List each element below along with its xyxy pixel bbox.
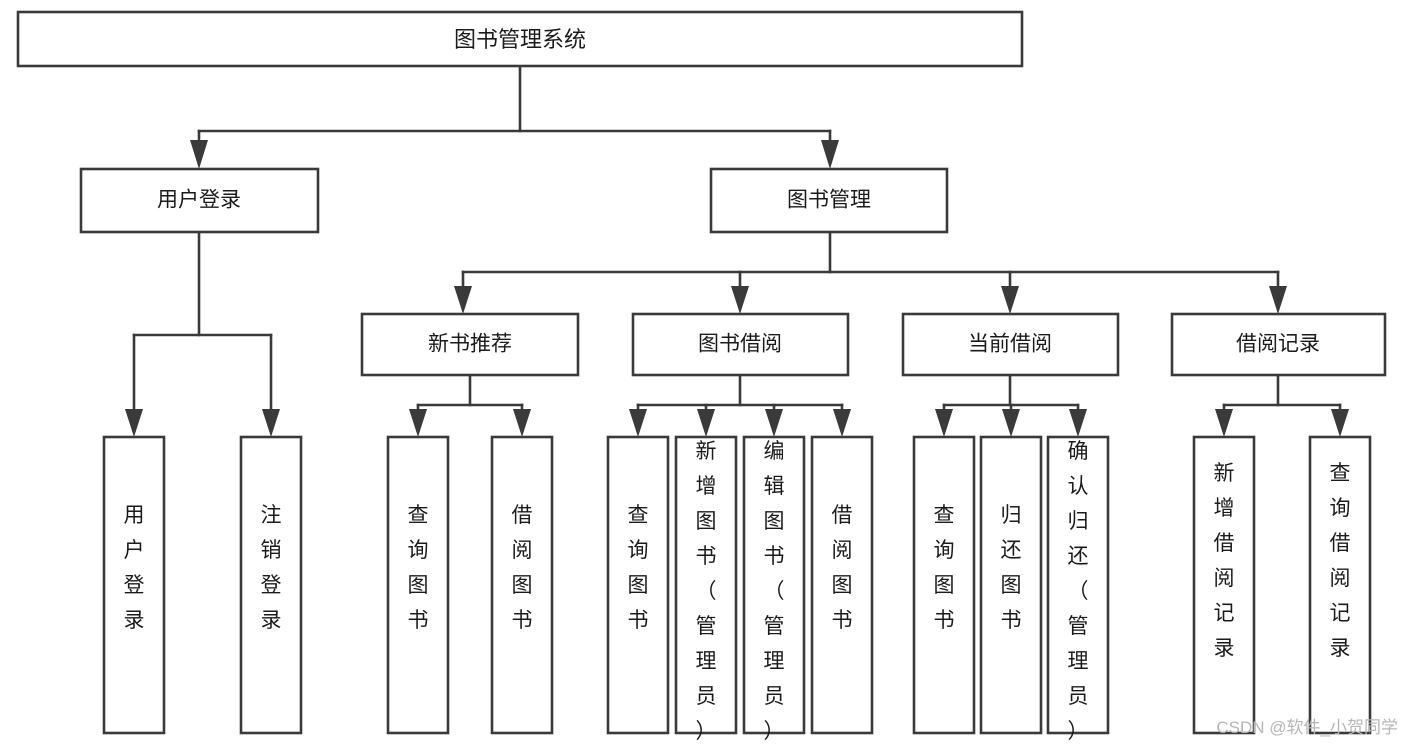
arrow-leaf-borrow-book-2 <box>833 409 851 437</box>
node-leaf-user-login-box[interactable] <box>102 435 166 735</box>
node-leaf-confirm-return-label: 确认归还（管理员） <box>1068 440 1089 743</box>
node-leaf-return-book[interactable]: 归还图书 <box>979 435 1043 735</box>
node-borrow-record-box[interactable] <box>1170 312 1387 377</box>
node-leaf-borrow-book-1[interactable]: 借阅图书 <box>490 435 554 735</box>
node-root[interactable]: 图书管理系统 <box>16 10 1024 68</box>
arrow-leaf-user-login <box>125 409 143 437</box>
arrow-current-borrow <box>1001 286 1019 314</box>
node-leaf-borrow-book-2-box[interactable] <box>810 435 874 735</box>
node-leaf-borrow-book-2[interactable]: 借阅图书 <box>810 435 874 735</box>
arrow-leaf-borrow-book-1 <box>513 409 531 437</box>
node-leaf-add-record-box[interactable] <box>1192 435 1256 735</box>
node-leaf-query-record-label: 查询借阅记录 <box>1330 462 1351 660</box>
arrow-book-borrow <box>731 286 749 314</box>
arrow-leaf-logout-login <box>262 409 280 437</box>
node-leaf-query-book-2-box[interactable] <box>606 435 670 735</box>
node-leaf-query-book-2-label: 查询图书 <box>628 504 649 632</box>
node-borrow-record-label: 借阅记录 <box>1236 333 1320 356</box>
node-current-borrow-box[interactable] <box>901 312 1120 377</box>
arrow-leaf-query-record <box>1331 409 1349 437</box>
node-book-borrow-label: 图书借阅 <box>698 333 782 356</box>
node-new-book-recommend[interactable]: 新书推荐 <box>360 312 580 377</box>
node-leaf-query-record[interactable]: 查询借阅记录 <box>1308 435 1372 735</box>
arrow-leaf-confirm-return <box>1069 409 1087 437</box>
node-new-book-recommend-label: 新书推荐 <box>428 333 512 356</box>
node-book-borrow-box[interactable] <box>631 312 850 377</box>
node-leaf-query-book-3-box[interactable] <box>912 435 976 735</box>
arrow-user-login <box>190 140 208 169</box>
arrow-leaf-query-book-3 <box>935 409 953 437</box>
node-leaf-user-login-label: 用户登录 <box>124 504 145 632</box>
node-leaf-confirm-return[interactable]: 确认归还（管理员） <box>1046 435 1110 743</box>
node-leaf-logout-login-box[interactable] <box>239 435 303 735</box>
node-leaf-query-book-1[interactable]: 查询图书 <box>386 435 450 735</box>
node-current-borrow-label: 当前借阅 <box>968 333 1052 356</box>
node-leaf-query-record-box[interactable] <box>1308 435 1372 735</box>
arrow-borrow-record <box>1269 286 1287 314</box>
node-user-login-box[interactable] <box>79 167 320 234</box>
node-leaf-edit-book-box[interactable] <box>742 435 806 735</box>
arrow-leaf-query-book-1 <box>409 409 427 437</box>
node-leaf-return-book-label: 归还图书 <box>1001 504 1022 632</box>
node-leaf-edit-book[interactable]: 编辑图书（管理员） <box>742 435 806 743</box>
node-book-borrow[interactable]: 图书借阅 <box>631 312 850 377</box>
node-user-login-label: 用户登录 <box>157 189 241 212</box>
node-leaf-add-record[interactable]: 新增借阅记录 <box>1192 435 1256 735</box>
node-leaf-add-book-box[interactable] <box>674 435 738 735</box>
node-leaf-add-book-label: 新增图书（管理员） <box>696 440 717 743</box>
node-borrow-record[interactable]: 借阅记录 <box>1170 312 1387 377</box>
node-leaf-query-book-3[interactable]: 查询图书 <box>912 435 976 735</box>
node-leaf-borrow-book-1-box[interactable] <box>490 435 554 735</box>
node-leaf-query-book-1-box[interactable] <box>386 435 450 735</box>
node-leaf-user-login[interactable]: 用户登录 <box>102 435 166 735</box>
connector-layer <box>125 64 1349 437</box>
node-leaf-logout-login[interactable]: 注销登录 <box>239 435 303 735</box>
node-leaf-query-book-2[interactable]: 查询图书 <box>606 435 670 735</box>
node-book-management-box[interactable] <box>709 167 949 234</box>
node-leaf-borrow-book-1-label: 借阅图书 <box>512 504 533 632</box>
arrow-new-book-recommend <box>454 286 472 314</box>
node-current-borrow[interactable]: 当前借阅 <box>901 312 1120 377</box>
node-leaf-query-book-3-label: 查询图书 <box>934 504 955 632</box>
node-root-label: 图书管理系统 <box>454 27 586 52</box>
arrow-leaf-query-book-2 <box>629 409 647 437</box>
arrow-book-management <box>821 140 839 169</box>
node-leaf-add-book[interactable]: 新增图书（管理员） <box>674 435 738 743</box>
node-leaf-edit-book-label: 编辑图书（管理员） <box>764 440 785 743</box>
arrow-leaf-edit-book <box>765 409 783 437</box>
node-leaf-add-record-label: 新增借阅记录 <box>1214 462 1235 660</box>
node-book-management[interactable]: 图书管理 <box>709 167 949 234</box>
node-leaf-return-book-box[interactable] <box>979 435 1043 735</box>
node-leaf-logout-login-label: 注销登录 <box>261 504 282 632</box>
csdn-watermark: CSDN @软件_小贺同学 <box>1216 718 1398 737</box>
node-leaf-confirm-return-box[interactable] <box>1046 435 1110 735</box>
node-book-management-label: 图书管理 <box>787 189 871 212</box>
node-root-box[interactable] <box>16 10 1024 68</box>
arrow-leaf-add-record <box>1215 409 1233 437</box>
node-new-book-recommend-box[interactable] <box>360 312 580 377</box>
node-leaf-borrow-book-2-label: 借阅图书 <box>832 504 853 632</box>
arrow-leaf-return-book <box>1002 409 1020 437</box>
node-leaf-query-book-1-label: 查询图书 <box>408 504 429 632</box>
node-user-login[interactable]: 用户登录 <box>79 167 320 234</box>
arrow-leaf-add-book <box>697 409 715 437</box>
